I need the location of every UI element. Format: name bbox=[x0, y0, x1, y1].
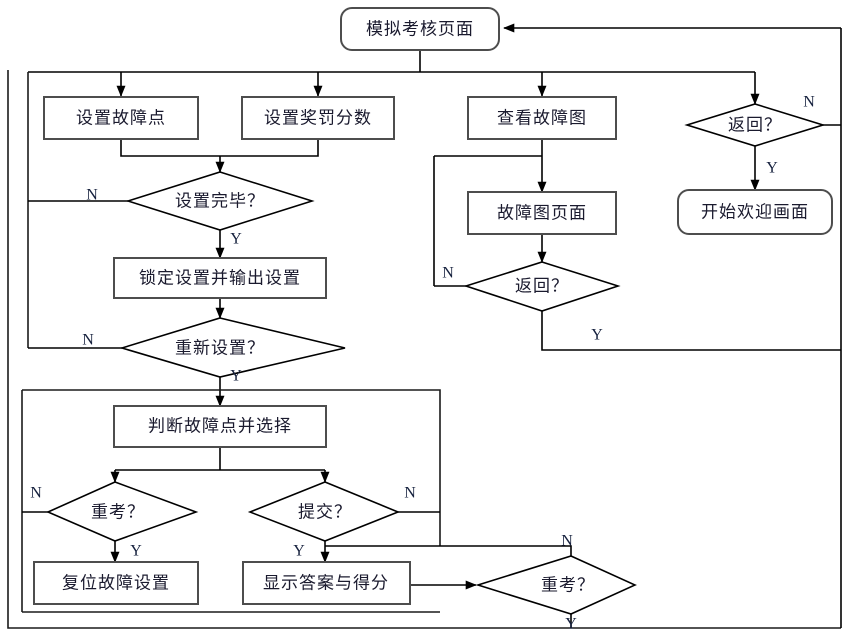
edge-label-setting-done-no: N bbox=[86, 187, 98, 204]
node-view-fault-diagram[interactable]: 查看故障图 bbox=[467, 96, 617, 140]
edge-label-setting-done-yes: Y bbox=[230, 231, 242, 248]
node-judge-fault-and-select[interactable]: 判断故障点并选择 bbox=[113, 405, 327, 448]
node-reconfigure-decision[interactable]: 重新设置？ bbox=[119, 317, 346, 378]
node-setting-done-decision[interactable]: 设置完毕？ bbox=[125, 171, 315, 231]
node-retake-decision-1[interactable]: 重考？ bbox=[46, 481, 199, 542]
edge-labels: N Y N Y N Y N Y N Y N Y N Y bbox=[30, 94, 815, 633]
node-show-answer-and-score[interactable]: 显示答案与得分 bbox=[242, 561, 411, 605]
edge-label-retake2-no: N bbox=[561, 533, 573, 550]
node-label: 模拟考核页面 bbox=[366, 19, 474, 38]
node-label: 设置奖罚分数 bbox=[264, 108, 372, 127]
edge-lower-section-frame bbox=[22, 389, 441, 546]
edge-outer-bottom-rail bbox=[7, 70, 841, 629]
node-label: 设置完毕？ bbox=[175, 191, 265, 210]
node-set-reward-penalty-score[interactable]: 设置奖罚分数 bbox=[241, 96, 395, 140]
node-fault-diagram-page[interactable]: 故障图页面 bbox=[467, 191, 617, 235]
node-submit-decision[interactable]: 提交？ bbox=[247, 481, 401, 542]
node-label: 开始欢迎画面 bbox=[701, 202, 809, 221]
edge-label-retake1-yes: Y bbox=[130, 543, 142, 560]
edge-label-retake1-no: N bbox=[30, 485, 42, 502]
node-label: 显示答案与得分 bbox=[263, 573, 389, 592]
node-label: 提交？ bbox=[298, 502, 352, 521]
node-label: 查看故障图 bbox=[497, 108, 587, 127]
connector-lines bbox=[7, 23, 842, 629]
edge-label-submit-yes: Y bbox=[293, 543, 305, 560]
node-reset-fault-settings[interactable]: 复位故障设置 bbox=[33, 561, 199, 605]
node-set-fault-point[interactable]: 设置故障点 bbox=[43, 96, 199, 140]
node-return-decision-2[interactable]: 返回？ bbox=[463, 261, 621, 312]
node-label: 设置故障点 bbox=[76, 108, 166, 127]
edge-label-reset-no: N bbox=[82, 332, 94, 349]
node-label: 锁定设置并输出设置 bbox=[139, 268, 301, 287]
edge-label-return2-yes: Y bbox=[591, 327, 603, 344]
edge-label-reset-yes: Y bbox=[230, 368, 242, 385]
node-label: 故障图页面 bbox=[497, 203, 587, 222]
node-label: 复位故障设置 bbox=[62, 573, 170, 592]
edge-label-return1-yes: Y bbox=[766, 160, 778, 177]
edge-label-retake2-yes: Y bbox=[565, 616, 577, 633]
node-label: 判断故障点并选择 bbox=[148, 416, 292, 435]
edge-retake2-no bbox=[325, 545, 572, 556]
edge-label-return1-no: N bbox=[803, 94, 815, 111]
node-simulation-exam-page[interactable]: 模拟考核页面 bbox=[340, 7, 500, 51]
node-label: 重考？ bbox=[541, 575, 595, 594]
node-label: 返回？ bbox=[515, 276, 569, 295]
node-lock-and-output-settings[interactable]: 锁定设置并输出设置 bbox=[113, 257, 327, 299]
edge-label-submit-no: N bbox=[404, 485, 416, 502]
edge-label-return2-no: N bbox=[442, 265, 454, 282]
node-retake-decision-2[interactable]: 重考？ bbox=[475, 555, 637, 615]
node-label: 返回？ bbox=[728, 115, 782, 134]
node-return-decision-1[interactable]: 返回？ bbox=[684, 103, 826, 147]
node-start-welcome-screen[interactable]: 开始欢迎画面 bbox=[677, 189, 833, 235]
node-label: 重新设置？ bbox=[175, 338, 265, 357]
edge-settings-join bbox=[120, 139, 319, 157]
edge-return2-yes bbox=[541, 311, 841, 351]
node-label: 重考？ bbox=[91, 502, 145, 521]
